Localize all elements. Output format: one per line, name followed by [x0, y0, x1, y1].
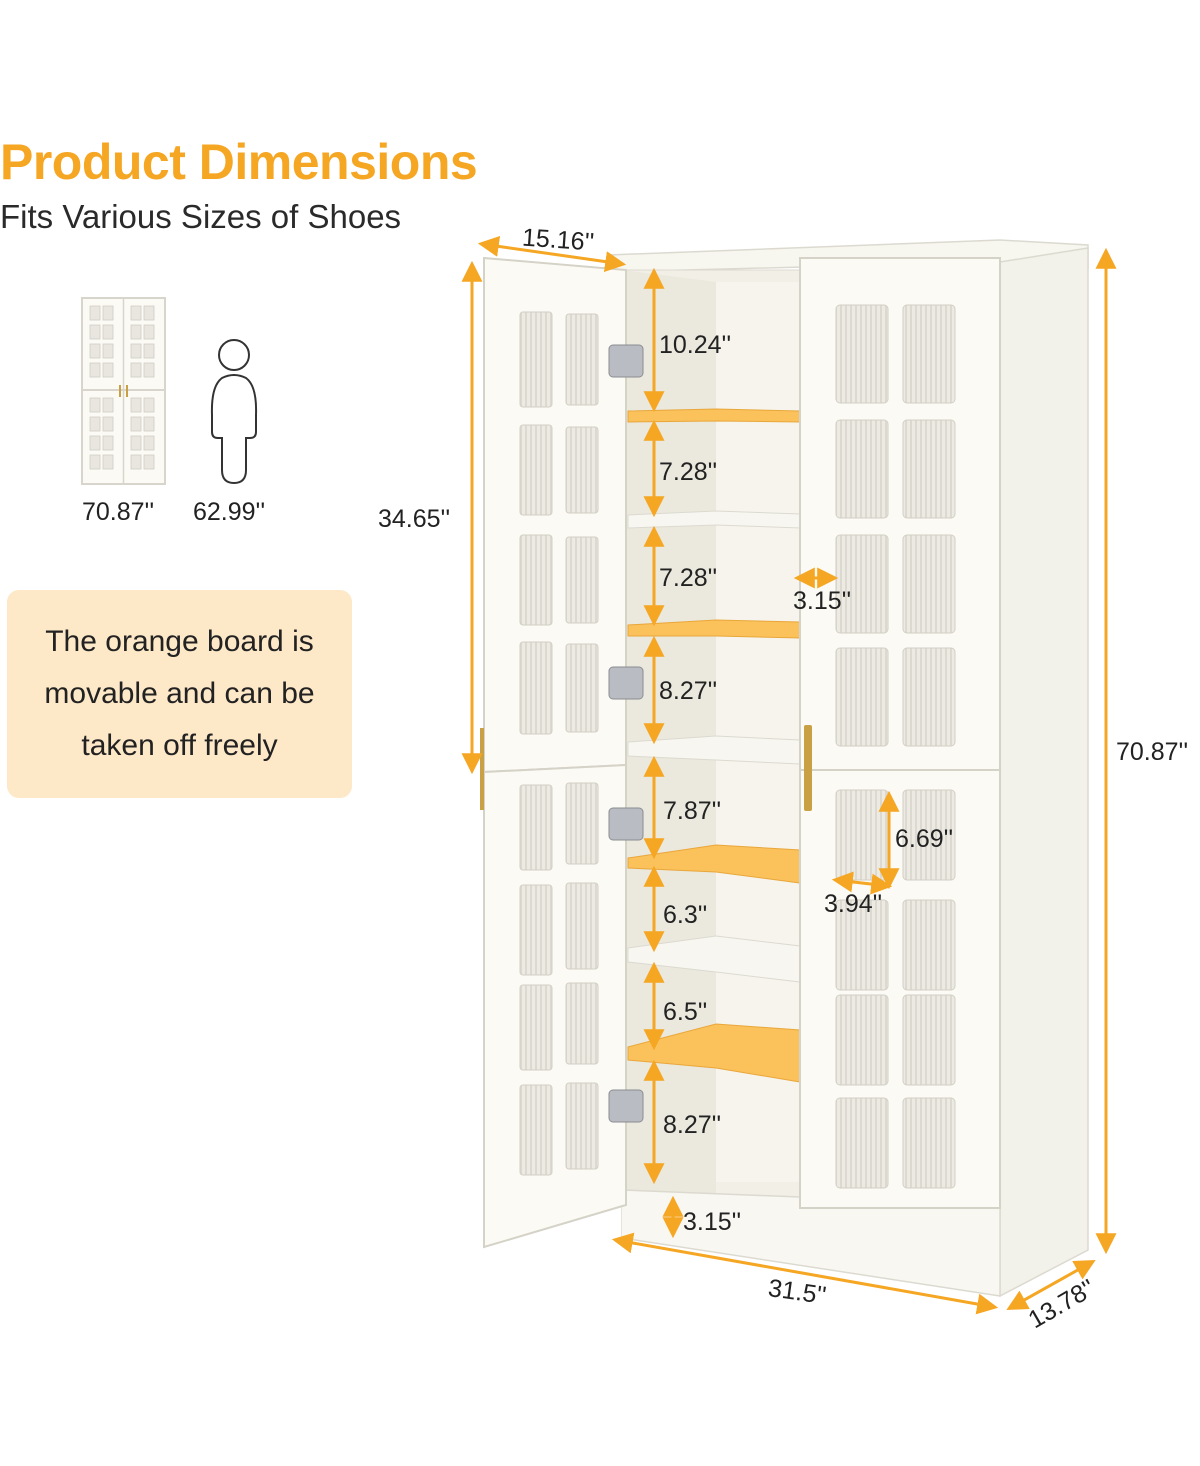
glass-pane	[902, 647, 956, 747]
glass-pane	[835, 534, 889, 634]
glass-pane	[519, 784, 553, 871]
right-door	[799, 257, 1001, 1209]
pane-width-label: 3.94''	[824, 890, 883, 918]
glass-pane	[565, 643, 599, 733]
glass-pane	[519, 424, 553, 516]
note-box: The orange board is movable and can be t…	[7, 590, 352, 798]
glass-pane	[902, 1097, 956, 1189]
thumb-pane	[102, 324, 114, 340]
shelf-gap-label-5: 7.87''	[663, 797, 722, 825]
thumb-pane	[130, 416, 142, 432]
base-height-label: 3.15''	[683, 1208, 742, 1236]
thumb-pane	[143, 454, 155, 470]
glass-pane	[565, 1082, 599, 1170]
door-height-label: 34.65''	[378, 505, 451, 533]
glass-pane	[835, 647, 889, 747]
shelf-gap-label-6: 6.3''	[663, 901, 708, 929]
glass-pane	[902, 899, 956, 991]
door-gap-label: 3.15''	[793, 587, 852, 615]
cabinet-height-label: 70.87''	[82, 498, 155, 526]
thumb-pane	[89, 454, 101, 470]
thumb-pane	[130, 324, 142, 340]
page-title: Product Dimensions	[0, 134, 478, 190]
glass-pane	[565, 313, 599, 406]
glass-pane	[565, 782, 599, 865]
thumb-pane	[89, 343, 101, 359]
pane-height-label: 6.69''	[895, 825, 954, 853]
glass-pane	[519, 311, 553, 408]
glass-pane	[902, 789, 956, 881]
shelf-gap-label-2: 7.28''	[659, 458, 718, 486]
hinges	[608, 344, 644, 1123]
thumb-pane	[89, 397, 101, 413]
glass-pane	[835, 304, 889, 404]
thumb-pane	[89, 362, 101, 378]
shelf-gap-label-7: 6.5''	[663, 998, 708, 1026]
glass-pane	[835, 994, 889, 1086]
glass-pane	[902, 534, 956, 634]
thumb-pane	[130, 435, 142, 451]
thumb-pane	[89, 435, 101, 451]
note-text: The orange board is movable and can be t…	[44, 625, 315, 762]
glass-pane	[565, 536, 599, 624]
glass-pane	[519, 1084, 553, 1176]
thumb-pane	[102, 343, 114, 359]
thumb-pane	[130, 397, 142, 413]
glass-pane	[519, 884, 553, 976]
glass-pane	[565, 426, 599, 514]
shelf-gap-label-4: 8.27''	[659, 677, 718, 705]
glass-pane	[835, 1097, 889, 1189]
thumb-pane	[89, 305, 101, 321]
shelf-gap-label-8: 8.27''	[663, 1111, 722, 1139]
thumb-pane	[102, 362, 114, 378]
shelf-gap-label-3: 7.28''	[659, 564, 718, 592]
thumb-pane	[143, 362, 155, 378]
shelf-gap-label-1: 10.24''	[659, 331, 732, 359]
thumb-pane	[143, 397, 155, 413]
dimension-arrows	[461, 235, 1117, 1315]
glass-pane	[519, 641, 553, 735]
left-door	[480, 256, 627, 1249]
glass-pane	[565, 982, 599, 1065]
thumb-pane	[143, 343, 155, 359]
thumb-pane	[143, 324, 155, 340]
depth-top-label: 15.16''	[521, 223, 596, 257]
total-height-label: 70.87''	[1116, 738, 1189, 766]
thumb-pane	[102, 416, 114, 432]
thumb-pane	[102, 397, 114, 413]
thumb-pane	[130, 454, 142, 470]
glass-pane	[835, 899, 889, 991]
thumb-pane	[130, 362, 142, 378]
thumb-pane	[89, 324, 101, 340]
glass-pane	[902, 994, 956, 1086]
thumb-pane	[102, 435, 114, 451]
cabinet-thumbnail	[81, 297, 166, 485]
person-height-label: 62.99''	[193, 498, 266, 526]
thumb-pane	[143, 305, 155, 321]
glass-pane	[519, 534, 553, 626]
glass-pane	[835, 789, 889, 881]
page-subtitle: Fits Various Sizes of Shoes	[0, 198, 402, 235]
cabinet	[480, 239, 1089, 1298]
thumb-pane	[102, 305, 114, 321]
glass-pane	[519, 984, 553, 1071]
glass-pane	[835, 419, 889, 519]
glass-pane	[565, 882, 599, 970]
glass-pane	[902, 419, 956, 519]
glass-pane	[902, 304, 956, 404]
orange-boards	[627, 408, 801, 1083]
person-icon	[210, 339, 258, 485]
thumb-pane	[102, 454, 114, 470]
thumb-pane	[143, 416, 155, 432]
thumb-pane	[130, 305, 142, 321]
thumb-pane	[143, 435, 155, 451]
thumb-pane	[89, 416, 101, 432]
thumb-pane	[130, 343, 142, 359]
